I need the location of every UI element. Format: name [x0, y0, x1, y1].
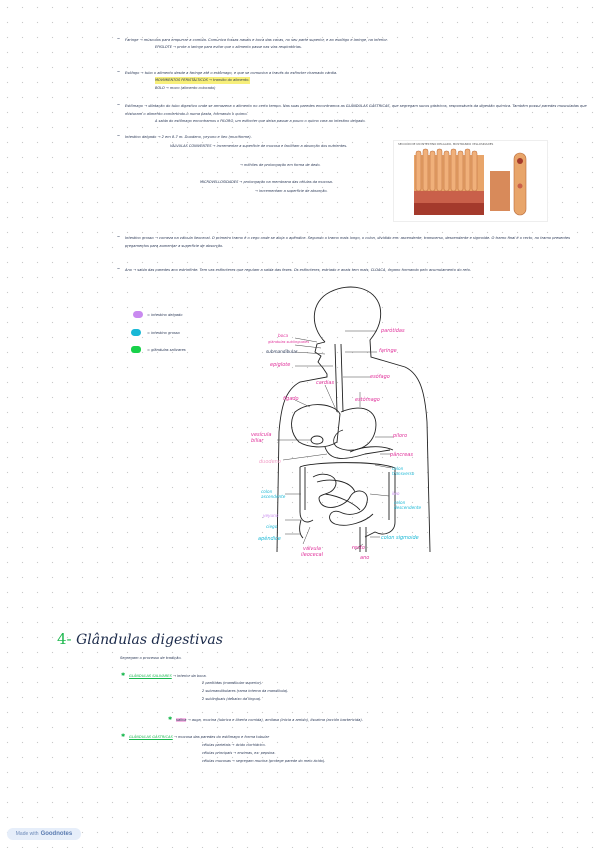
- figure-title: SECCIÓN DE UN INTESTINO DELGADO, MOSTRAN…: [398, 142, 494, 146]
- label-submandibular: submandibular: [266, 349, 298, 354]
- label-valvula-ileocecal: válvula ileocecal: [301, 546, 323, 558]
- note-epiglote: EPIGLOTE → prote a laringe para evitar q…: [155, 45, 302, 49]
- label-esofago: esófago: [370, 374, 390, 380]
- label-glandulas-sublinguales: glándulas sublinguales: [268, 340, 310, 344]
- label-yeyuno: yeyuno: [263, 513, 279, 518]
- bullet-estomago: –: [117, 101, 120, 108]
- bullet-esofago: –: [117, 68, 120, 75]
- section4-intro: Segregam o processo de tradição.: [120, 656, 182, 660]
- salivares-item-2: 2 submandibulares (rama interna da mandí…: [202, 689, 289, 693]
- note-intestino-grosso: Intestino grosso → comeza na válvula ile…: [125, 236, 571, 248]
- note-esofago: Esófago → tubo o alimento desde a faring…: [125, 71, 338, 75]
- note-vellosidades: → milhões de prolongação em forma de ded…: [240, 163, 321, 167]
- section4-title: 4- Glândulas digestivas: [57, 630, 223, 648]
- label-estomago: estômago: [355, 397, 380, 403]
- note-micro: MICROVELLOSIDADES → prolongação na membr…: [200, 180, 333, 184]
- goodnotes-badge[interactable]: Made with Goodnotes: [7, 828, 81, 840]
- legend-swatch-grosso: [131, 329, 141, 336]
- gastricas-item-3: células mucosas → segregam mucina (prote…: [202, 759, 326, 763]
- legend-swatch-salivares: [131, 346, 141, 353]
- gastricas-line: GLÂNDULAS GÁSTRICAS → mucosa das paredes…: [129, 733, 479, 741]
- saliva-text: → auga, mucina (lubrica e liberta comida…: [187, 718, 363, 722]
- note-faringe: Faringe → músculos para empurrar a comid…: [125, 38, 388, 42]
- digestive-system-diagram: [276, 286, 431, 553]
- saliva-line: saliva → auga, mucina (lubrica e liberta…: [176, 716, 576, 724]
- label-pancreas: pâncreas: [390, 452, 413, 458]
- legend-swatch-delgado: [133, 311, 143, 318]
- bullet-faringe: –: [117, 35, 120, 42]
- salivares-line: GLÂNDULAS SALIVARES → interior da boca.: [129, 672, 429, 680]
- label-colon-sigmoide: colon sigmoide: [381, 535, 419, 541]
- note-valvulas: VÁLVULAS CONIVENTES → incrementar a supe…: [170, 144, 348, 148]
- legend-label-salivares: = glândulas salivares: [147, 348, 186, 352]
- note-esofago-sub1: MOVIMIENTOS PERISTÁLTICOS → transito do …: [155, 77, 250, 84]
- note-micro2: → incrementam a superfície de absorção.: [255, 189, 328, 193]
- label-ano: ano: [360, 555, 370, 561]
- note-estomago: Estômago → dilatação do tubo digestivo o…: [125, 104, 587, 116]
- saliva-word: saliva: [176, 718, 187, 722]
- salivares-item-1: 2 parótidas (mandibular superior).: [202, 681, 263, 685]
- bullet-ano: –: [117, 265, 120, 272]
- bullet-intestino-delgado: –: [117, 132, 120, 139]
- bullet-intestino-grosso: –: [117, 233, 120, 240]
- intestine-section-drawing: [414, 148, 527, 216]
- label-parotidas: parótidas: [381, 328, 405, 334]
- label-ciego: ciego: [266, 524, 278, 529]
- label-colon-ascendente: colon ascendente: [261, 489, 286, 499]
- gastricas-item-1: células parietais → ácido clorhídrico.: [202, 743, 266, 747]
- intestine-section-figure: SECCIÓN DE UN INTESTINO DELGADO, MOSTRAN…: [393, 140, 548, 222]
- salivares-item-3: 2 sublinguais (debaixo da língua).: [202, 697, 262, 701]
- label-piloro: piloro: [393, 433, 408, 439]
- label-colon-descendente: colon descendente: [394, 500, 422, 510]
- label-epiglote: epiglote: [270, 362, 291, 368]
- salivares-heading: GLÂNDULAS SALIVARES: [129, 674, 172, 678]
- label-higado: fígado: [283, 396, 299, 402]
- salivares-star-icon: ✱: [121, 672, 126, 678]
- gastricas-star-icon: ✱: [121, 733, 126, 739]
- legend-label-grosso: = intestino grosso: [147, 331, 180, 335]
- note-esofago-sub2: BOLO → moco (alimento colocado): [155, 86, 216, 90]
- label-colon-transverso: colon transverso: [392, 466, 415, 476]
- salivares-text: → interior da boca.: [172, 674, 207, 678]
- label-vesicula: vesícula biliar: [251, 432, 272, 444]
- saliva-star-icon: ✱: [168, 716, 173, 722]
- legend-label-delgado: = intestino delgado: [147, 313, 183, 317]
- badge-brand: Goodnotes: [40, 831, 73, 837]
- label-duodeno: duodeno: [259, 459, 281, 465]
- label-recto: recto: [352, 545, 365, 551]
- note-ano: Ano → saída das paredes ano estrinfinte.…: [125, 268, 472, 272]
- gastricas-heading: GLÂNDULAS GÁSTRICAS: [129, 735, 173, 739]
- badge-prefix: Made with: [15, 831, 39, 837]
- section4-number: 4-: [57, 630, 72, 648]
- label-apendice: apêndice: [258, 536, 281, 542]
- gastricas-item-2: células principais → enzimas, ex: pepsin…: [202, 751, 276, 755]
- label-boca: boca: [278, 333, 289, 338]
- section4-heading: Glândulas digestivas: [76, 632, 223, 648]
- gastricas-text: → mucosa das paredes do estômago e forma…: [173, 735, 270, 739]
- label-ileo: ileo: [392, 491, 400, 496]
- label-cardias: cardias: [316, 380, 335, 386]
- note-intestino-delgado: Intestino delgado → 2 em 8-7 m. Duodeno,…: [125, 135, 252, 139]
- note-estomago2: A saída do estômago encontramos o PILORO…: [155, 119, 366, 123]
- label-faringe: faringe: [379, 348, 397, 354]
